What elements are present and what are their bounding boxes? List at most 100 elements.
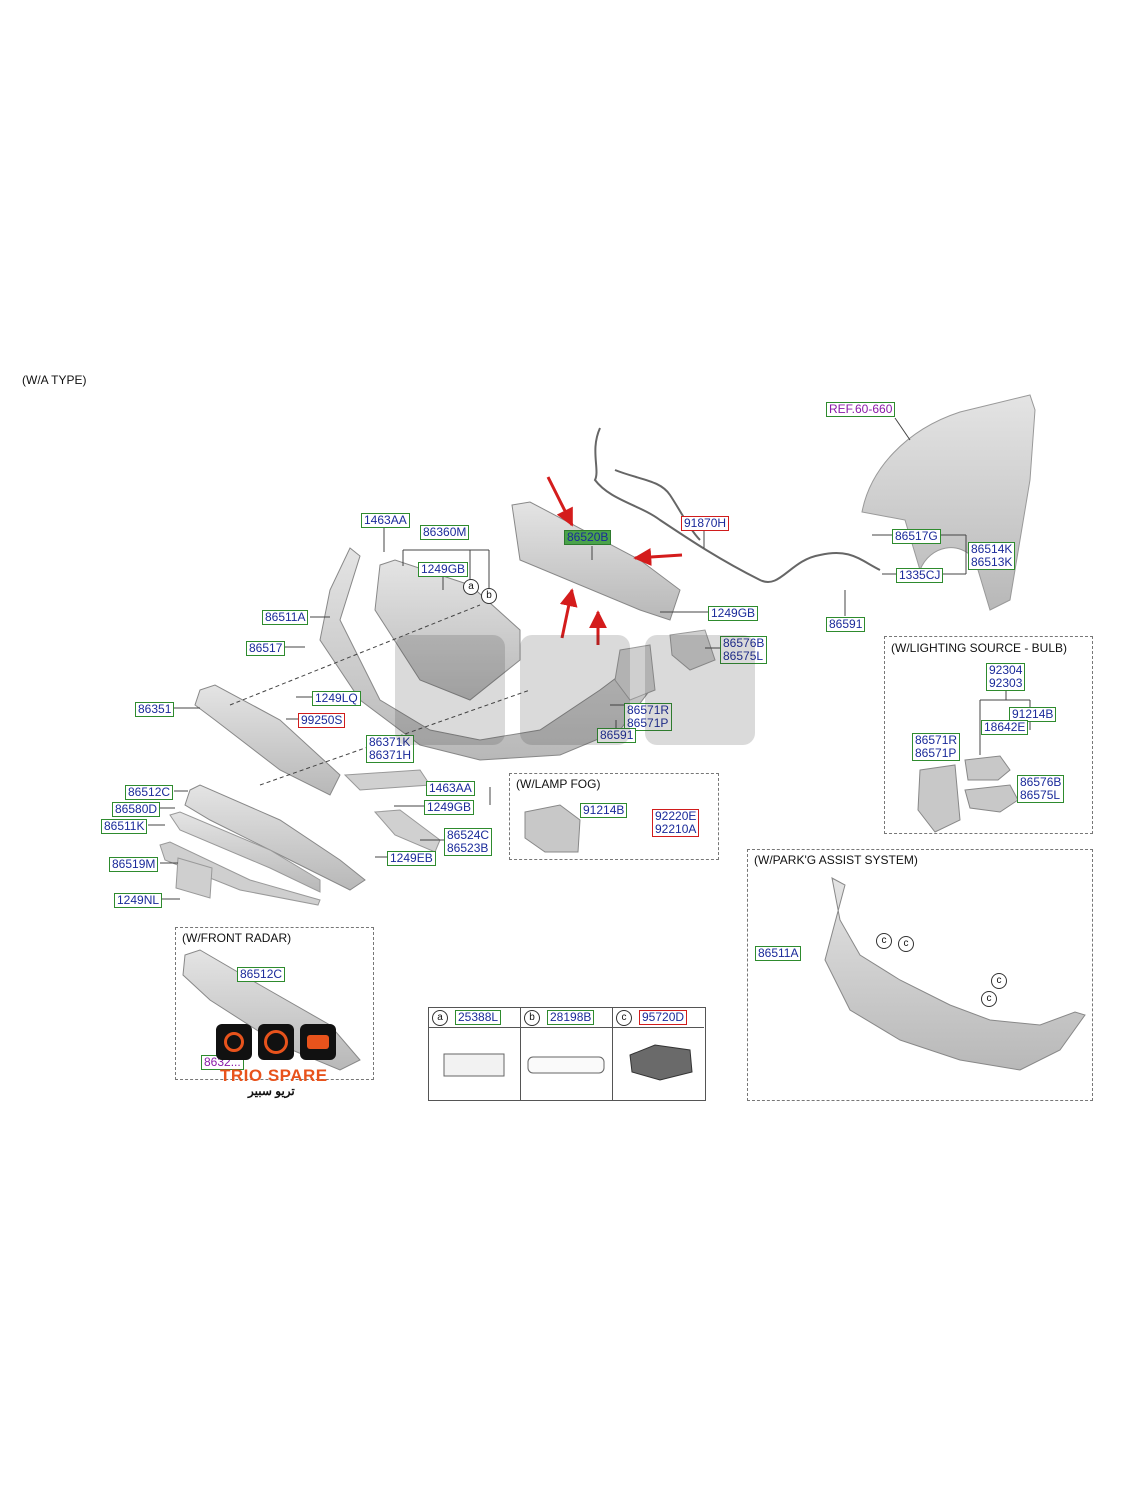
wiring-harness xyxy=(593,427,881,583)
legend-header-b: b 28198B xyxy=(521,1008,612,1028)
energy-absorber xyxy=(511,501,681,621)
logo-disc-icon xyxy=(216,1024,252,1060)
lamp-bracket-right xyxy=(669,629,716,671)
part-1335cj[interactable]: 1335CJ xyxy=(896,568,944,583)
part-86591-right[interactable]: 86591 xyxy=(826,617,866,632)
logo-engine-icon xyxy=(300,1024,336,1060)
part-86511k[interactable]: 86511K xyxy=(101,819,148,834)
wm-gauge-icon xyxy=(520,635,630,745)
part-1249gb-right[interactable]: 1249GB xyxy=(708,606,759,621)
part-1249gb-top[interactable]: 1249GB xyxy=(418,562,469,577)
fog-part-91214b[interactable]: 91214B xyxy=(580,803,628,818)
lower-strip xyxy=(169,811,321,893)
bracket-plate-icon xyxy=(527,1056,605,1074)
park-callout-c3: c xyxy=(991,973,1007,989)
inset-lamp-fog: (W/LAMP FOG) 91214B 92220E 92210A xyxy=(509,773,719,860)
inset-park-assist: (W/PARK'G ASSIST SYSTEM) 86511A c c c c xyxy=(747,849,1093,1101)
light-part-92304: 92304 xyxy=(989,663,1023,677)
logo-gauge-icon xyxy=(258,1024,294,1060)
lighting-bracket-shape xyxy=(917,764,961,833)
part-86524c-86523b[interactable]: 86524C 86523B xyxy=(444,828,493,856)
part-99250s[interactable]: 99250S xyxy=(298,713,346,728)
part-86517g[interactable]: 86517G xyxy=(892,529,941,544)
inset-lighting-title: (W/LIGHTING SOURCE - BULB) xyxy=(891,641,1068,655)
side-garnish-lower xyxy=(373,809,441,853)
part-86371h: 86371H xyxy=(369,748,412,762)
legend-part-c[interactable]: 95720D xyxy=(639,1010,688,1025)
inset-lamp-fog-title: (W/LAMP FOG) xyxy=(516,777,601,791)
part-86575l: 86575L xyxy=(723,650,764,663)
part-ref-fender[interactable]: REF.60-660 xyxy=(826,402,896,417)
license-bracket xyxy=(175,857,213,899)
part-86360m[interactable]: 86360M xyxy=(420,525,470,540)
part-1249gb-mid[interactable]: 1249GB xyxy=(424,800,475,815)
part-86519m[interactable]: 86519M xyxy=(109,857,159,872)
wm-engine-icon xyxy=(645,635,755,745)
light-part-86571p: 86571P xyxy=(915,746,957,760)
fog-part-92210a: 92210A xyxy=(655,822,697,836)
part-86514k: 86514K xyxy=(971,542,1013,556)
part-86511a[interactable]: 86511A xyxy=(262,610,309,625)
part-86576b: 86576B xyxy=(723,637,764,650)
part-86351[interactable]: 86351 xyxy=(135,702,175,717)
center-watermark xyxy=(395,635,755,835)
trio-spare-logo: TRIO SPARE تريو سبير xyxy=(212,1024,342,1104)
part-86523b: 86523B xyxy=(447,841,489,855)
part-86371k: 86371K xyxy=(369,735,411,749)
park-callout-c4: c xyxy=(981,991,997,1007)
light-part-86571r-p[interactable]: 86571R 86571P xyxy=(912,733,961,761)
legend-part-b[interactable]: 28198B xyxy=(547,1010,595,1025)
legend-cell-b: b 28198B xyxy=(521,1008,613,1100)
part-1249lq[interactable]: 1249LQ xyxy=(312,691,361,706)
part-86571p: 86571P xyxy=(627,717,669,730)
radar-part-86512c[interactable]: 86512C xyxy=(237,967,286,982)
legend-table: a 25388L b 28198B c 95720D xyxy=(428,1007,706,1101)
lighting-lamp-shape xyxy=(964,755,1011,781)
fog-part-92220e-92210a[interactable]: 92220E 92210A xyxy=(652,809,700,837)
inset-park-title: (W/PARK'G ASSIST SYSTEM) xyxy=(754,853,918,867)
part-86571r-86571p[interactable]: 86571R 86571P xyxy=(624,703,673,731)
legend-header-c: c 95720D xyxy=(613,1008,704,1028)
part-1463aa-mid[interactable]: 1463AA xyxy=(426,781,475,796)
part-91870h[interactable]: 91870H xyxy=(681,516,730,531)
legend-part-a[interactable]: 25388L xyxy=(455,1010,502,1025)
legend-cell-a: a 25388L xyxy=(429,1008,521,1100)
light-part-92303: 92303 xyxy=(989,676,1023,690)
light-part-86576b-l[interactable]: 86576B 86575L xyxy=(1017,775,1065,803)
grille-mesh xyxy=(194,684,341,796)
light-part-86575l: 86575L xyxy=(1020,788,1061,802)
part-86513k: 86513K xyxy=(971,555,1013,569)
logo-brand-ar: تريو سبير xyxy=(248,1084,295,1098)
legend-cell-c: c 95720D xyxy=(613,1008,704,1100)
part-1249nl[interactable]: 1249NL xyxy=(114,893,163,908)
light-part-18642e[interactable]: 18642E xyxy=(981,720,1029,735)
legend-key-c: c xyxy=(616,1010,632,1026)
part-86517[interactable]: 86517 xyxy=(246,641,286,656)
highlight-arrows xyxy=(546,476,683,645)
fog-part-92220e: 92220E xyxy=(655,809,697,823)
part-1463aa-top[interactable]: 1463AA xyxy=(361,513,410,528)
light-part-91214b[interactable]: 91214B xyxy=(1009,707,1057,722)
lamp-bracket-mid xyxy=(614,644,656,701)
callout-b: b xyxy=(481,588,497,604)
part-1249eb[interactable]: 1249EB xyxy=(387,851,436,866)
part-86512c[interactable]: 86512C xyxy=(125,785,174,800)
part-86571r: 86571R xyxy=(627,704,669,717)
legend-key-a: a xyxy=(432,1010,448,1026)
part-86576b-86575l[interactable]: 86576B 86575L xyxy=(720,636,768,664)
sensor-icon xyxy=(629,1044,693,1081)
callout-a: a xyxy=(463,579,479,595)
part-86580d[interactable]: 86580D xyxy=(112,802,161,817)
part-86520b[interactable]: 86520B xyxy=(564,530,612,545)
light-part-86571r: 86571R xyxy=(915,733,958,747)
part-86371k-h[interactable]: 86371K 86371H xyxy=(366,735,415,763)
light-part-86576b: 86576B xyxy=(1020,775,1062,789)
park-part-86511a[interactable]: 86511A xyxy=(755,946,802,961)
fender-shape xyxy=(861,394,1036,611)
part-86514k-86513k[interactable]: 86514K 86513K xyxy=(968,542,1016,570)
label-sticker-icon xyxy=(443,1053,505,1077)
logo-brand-en: TRIO SPARE xyxy=(220,1066,328,1085)
part-86591-low[interactable]: 86591 xyxy=(597,728,637,743)
light-part-92304-92303[interactable]: 92304 92303 xyxy=(986,663,1026,691)
